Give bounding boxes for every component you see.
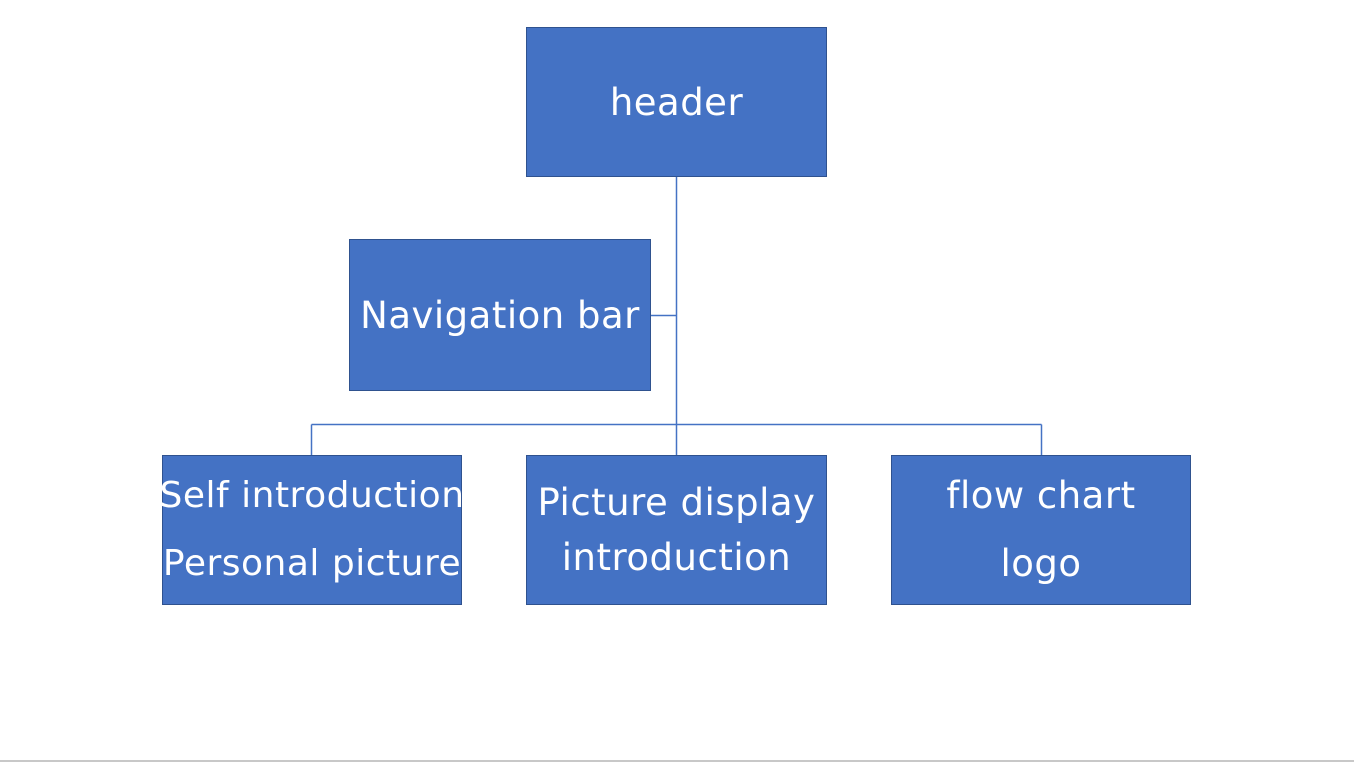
picture-display-node-line-1: Picture display xyxy=(537,481,816,524)
picture-display-node: Picture display introduction xyxy=(526,455,827,605)
bottom-divider xyxy=(0,760,1354,762)
self-introduction-node-line-1: Self introduction xyxy=(159,475,465,516)
header-node: header xyxy=(526,27,827,177)
picture-display-node-line-2: introduction xyxy=(561,536,792,579)
flow-chart-node: flow chart logo xyxy=(891,455,1191,605)
header-node-label: header xyxy=(609,80,744,124)
navigation-bar-node-label: Navigation bar xyxy=(360,293,640,337)
navigation-bar-node: Navigation bar xyxy=(349,239,651,391)
flow-chart-node-line-1: flow chart xyxy=(946,474,1136,517)
flow-chart-node-line-2: logo xyxy=(1000,542,1082,585)
self-introduction-node: Self introduction Personal picture xyxy=(159,455,465,605)
self-introduction-node-line-2: Personal picture xyxy=(162,543,462,584)
